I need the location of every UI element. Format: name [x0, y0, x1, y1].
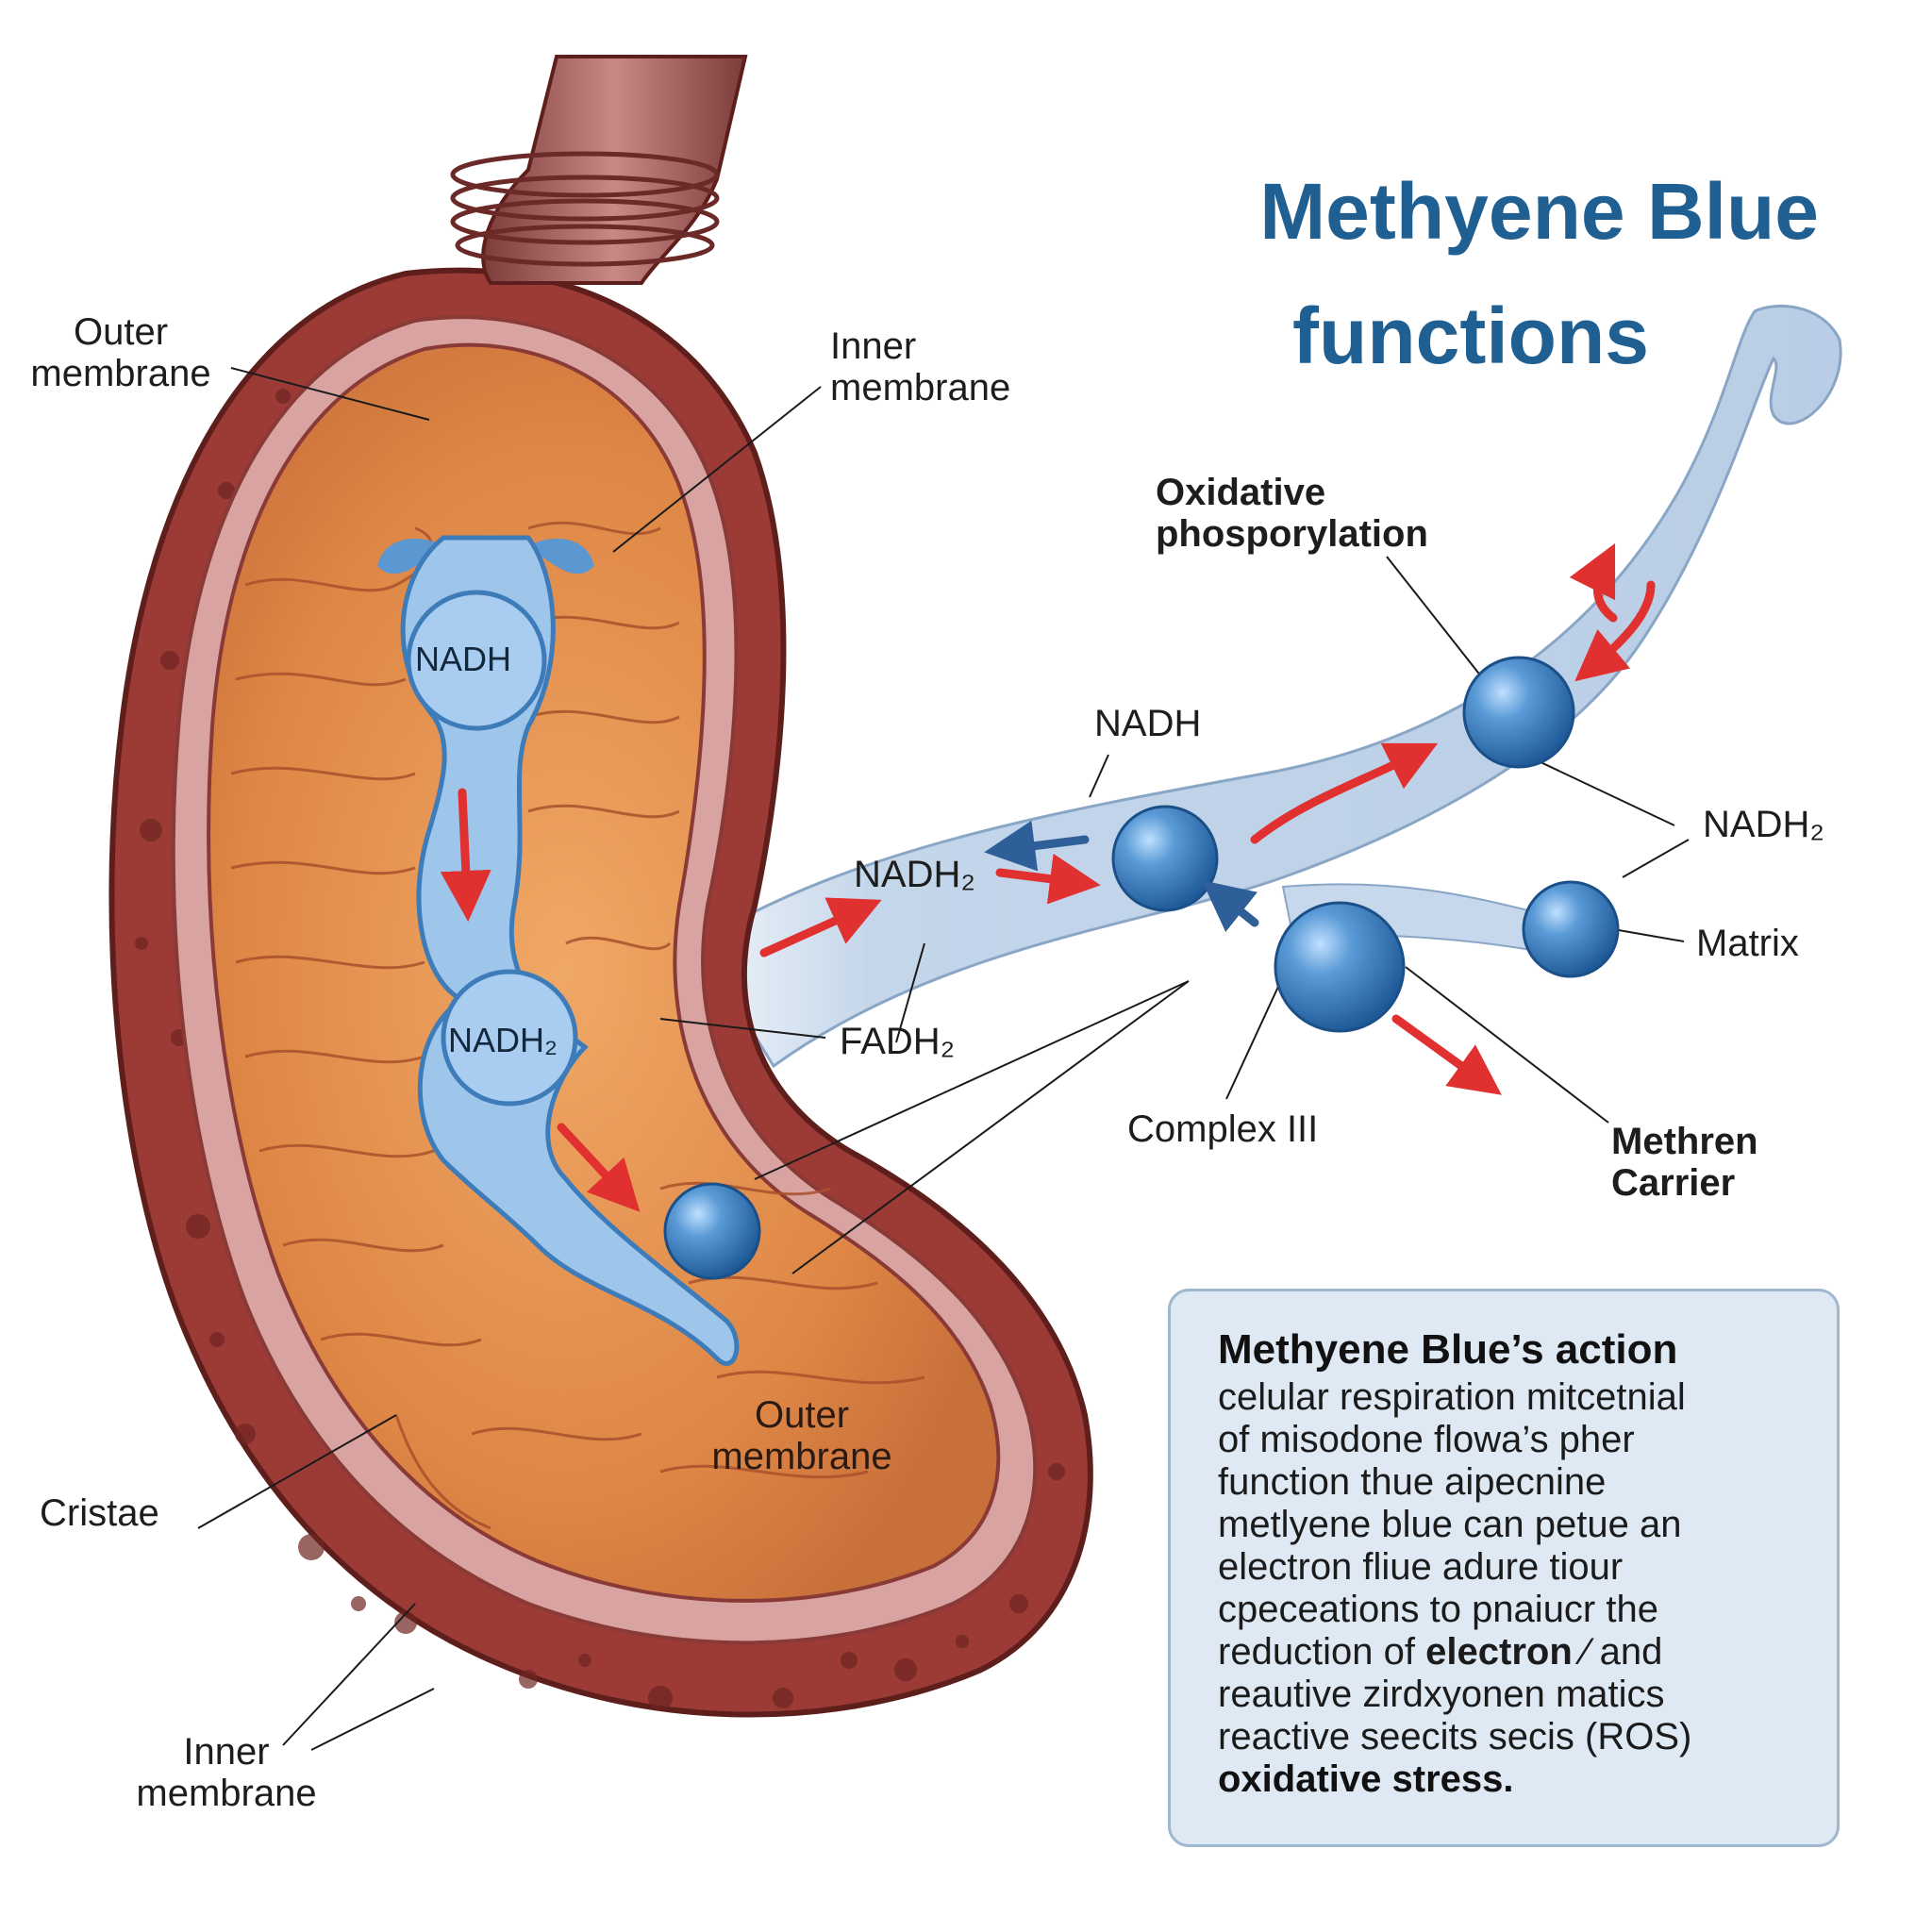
- sphere-complex-iii: [1274, 901, 1406, 1033]
- panel-line-4: metlyene blue can petue an: [1218, 1504, 1682, 1545]
- flow-arrows: [440, 542, 1656, 1212]
- title-line-1: Methyene Blue: [1259, 167, 1819, 256]
- label-outer-membrane-bottom: Outer membrane: [711, 1394, 892, 1477]
- label-outer-membrane-top: Outer membrane: [30, 311, 211, 394]
- panel-line-3: function thue aipecnine: [1218, 1461, 1607, 1503]
- label-complex-iii: Complex III: [1127, 1108, 1319, 1150]
- sphere-upper: [1462, 656, 1575, 769]
- channel-label-nadh2: NADH₂: [448, 1021, 558, 1059]
- label-inner-membrane-top: Inner membrane: [830, 325, 1011, 408]
- sphere-matrix: [1522, 880, 1620, 978]
- electron-channel: [377, 535, 740, 1366]
- panel-line-1: celular respiration mitcetnial: [1218, 1376, 1686, 1418]
- sphere-channel: [663, 1182, 761, 1280]
- panel-line-6: cpeceations to pnaiucr the: [1218, 1589, 1658, 1630]
- label-nadh2-tube: NADH₂: [854, 854, 975, 895]
- label-inner-membrane-bottom: Inner membrane: [136, 1731, 317, 1814]
- label-cristae: Cristae: [40, 1492, 159, 1534]
- sphere-middle: [1111, 805, 1219, 912]
- electron-transport-tube: [695, 305, 1842, 1069]
- panel-last-line: oxidative stress.: [1218, 1758, 1514, 1800]
- title-line-2: functions: [1292, 291, 1649, 380]
- label-fadh2: FADH₂: [840, 1021, 956, 1062]
- label-nadh-tube: NADH: [1094, 703, 1202, 744]
- panel-line-5: electron fliue adure tiour: [1218, 1546, 1624, 1588]
- panel-line-7-pre: reduction of: [1218, 1631, 1426, 1673]
- panel-line-9: reactive seecits secis (ROS): [1218, 1716, 1692, 1757]
- panel-line-7-post: ⁄ and: [1572, 1631, 1663, 1673]
- label-nadh2-right: NADH₂: [1703, 804, 1824, 845]
- panel-line-7-bold: electron: [1425, 1631, 1573, 1673]
- panel-line-7: reduction of electron ⁄ and: [1218, 1631, 1803, 1674]
- panel-heading: Methyene Blue’s action: [1218, 1326, 1678, 1373]
- panel-line-8: reautive zirdxyonen matics: [1218, 1674, 1665, 1715]
- diagram-title: Methyene Blue functions: [1158, 149, 1819, 398]
- action-info-panel: Methyene Blue’s action celular respirati…: [1168, 1289, 1840, 1847]
- label-matrix: Matrix: [1696, 923, 1799, 964]
- label-methren-carrier: Methren Carrier: [1611, 1121, 1758, 1204]
- label-oxidative-phosphorylation: Oxidative phosporylation: [1156, 472, 1428, 555]
- channel-label-nadh: NADH: [415, 640, 512, 678]
- panel-line-2: of misodone flowa’s pher: [1218, 1419, 1635, 1460]
- carrier-spheres: [663, 656, 1620, 1280]
